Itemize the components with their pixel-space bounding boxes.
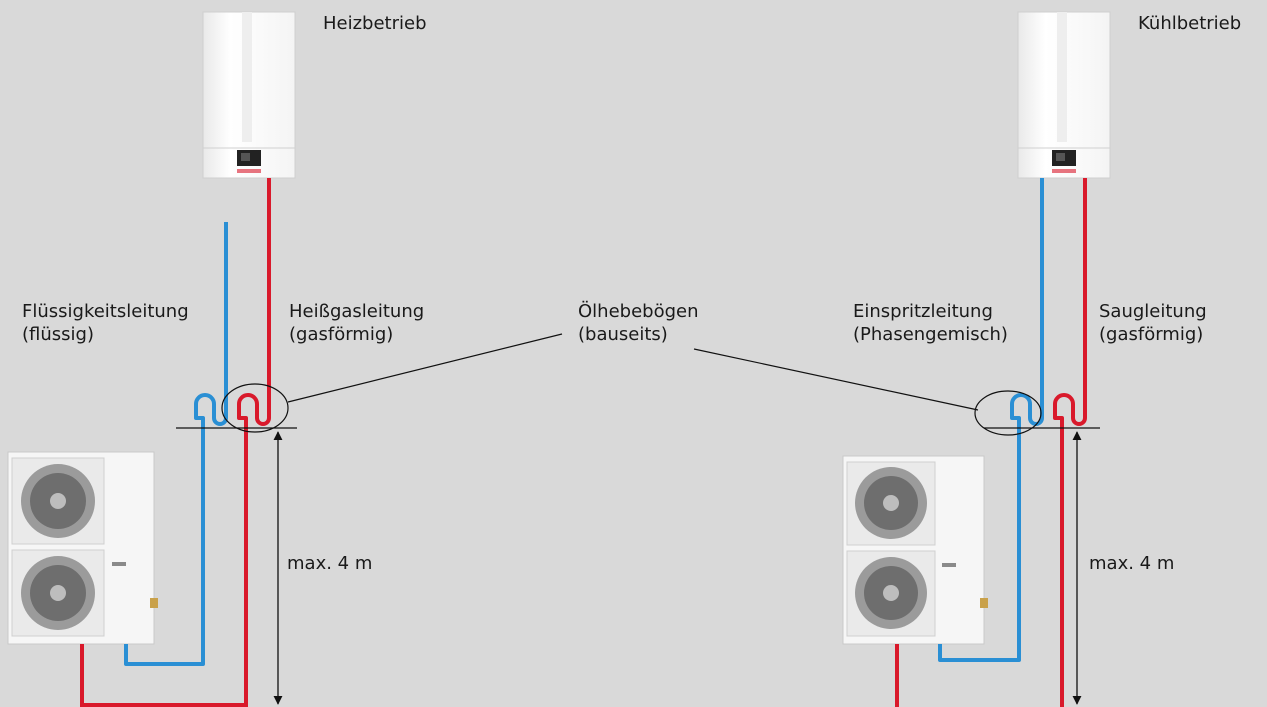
oil-bend-marker-cooling [974, 390, 1042, 436]
hotgas-pipe-bottom-heating [80, 644, 246, 707]
indoor-unit-heating [202, 11, 296, 179]
label-hotgas-line-state: (gasförmig) [289, 324, 394, 345]
leader-line-left [287, 333, 563, 403]
label-liquid-line-state: (flüssig) [22, 324, 94, 345]
hotgas-pipe-heating [237, 178, 271, 707]
height-label-heating: max. 4 m [287, 553, 373, 574]
liquid-pipe-heating [124, 222, 228, 666]
outdoor-unit-heating [7, 451, 158, 645]
label-injection-line-name: Einspritzleitung [853, 301, 993, 322]
indoor-unit-cooling [1017, 11, 1111, 179]
label-injection-line: Einspritzleitung (Phasengemisch) [853, 300, 1008, 346]
label-liquid-line-name: Flüssigkeitsleitung [22, 301, 189, 322]
label-suction-line-state: (gasförmig) [1099, 324, 1204, 345]
leader-line-right [693, 348, 979, 411]
label-suction-line: Saugleitung (gasförmig) [1099, 300, 1207, 346]
title-cooling: Kühlbetrieb [1138, 13, 1242, 34]
label-oil-bends: Ölhebebögen (bauseits) [578, 300, 699, 346]
label-liquid-line: Flüssigkeitsleitung (flüssig) [22, 300, 189, 346]
injection-pipe-cooling [938, 178, 1044, 662]
label-injection-line-state: (Phasengemisch) [853, 324, 1008, 345]
label-hotgas-line: Heißgasleitung (gasförmig) [289, 300, 424, 346]
title-heating: Heizbetrieb [323, 13, 427, 34]
label-suction-line-name: Saugleitung [1099, 301, 1207, 322]
label-hotgas-line-name: Heißgasleitung [289, 301, 425, 322]
oil-bend-marker-heating [221, 383, 289, 433]
height-label-cooling: max. 4 m [1089, 553, 1175, 574]
suction-pipe-cooling [1053, 178, 1087, 707]
label-oil-bends-note: (bauseits) [578, 324, 668, 345]
label-oil-bends-name: Ölhebebögen [578, 301, 699, 322]
outdoor-unit-cooling [842, 455, 988, 645]
